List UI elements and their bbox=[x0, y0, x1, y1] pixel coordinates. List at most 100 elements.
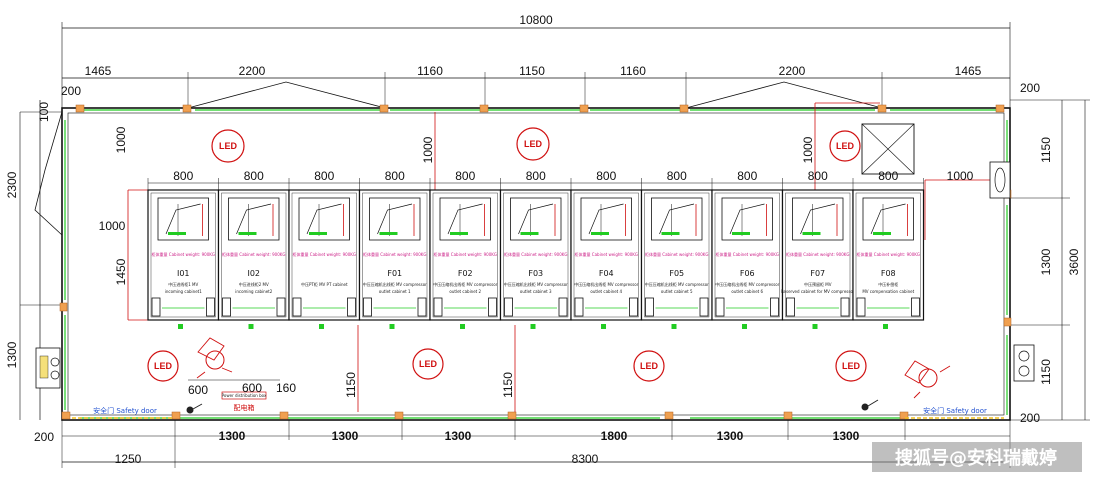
front-clearance-1000-mid: 1000 bbox=[421, 136, 435, 163]
cabinet-weight-label: 柜体重量 Cabinet weight: 900KG bbox=[222, 251, 285, 257]
cabinet-name-en: incoming cabinet1 bbox=[165, 289, 203, 294]
ground-marker bbox=[812, 324, 818, 329]
cabinet-id: F05 bbox=[669, 269, 684, 278]
ground-marker bbox=[601, 324, 606, 329]
cabinet-id: F02 bbox=[458, 269, 473, 278]
led-lights: LED LED LED LED LED LED LED bbox=[147, 127, 867, 382]
cabinet-id: F06 bbox=[740, 269, 755, 278]
cabinet-width-label: 800 bbox=[385, 169, 405, 183]
corner-200-top-left: 200 bbox=[61, 84, 81, 98]
left-height-1300: 1300 bbox=[5, 341, 19, 368]
front-clearance-1000-left: 1000 bbox=[114, 126, 128, 153]
bottom-dim-4: 1800 bbox=[601, 429, 628, 443]
cabinet-weight-label: 柜体重量 Cabinet weight: 900KG bbox=[786, 251, 849, 257]
cabinet-weight-label: 柜体重量 Cabinet weight: 900KG bbox=[504, 251, 567, 257]
led-light: LED bbox=[835, 350, 867, 382]
svg-text:LED: LED bbox=[842, 361, 861, 371]
svg-text:LED: LED bbox=[640, 361, 659, 371]
ground-marker bbox=[248, 324, 254, 329]
ground-marker bbox=[178, 324, 183, 329]
red-guide-lines bbox=[127, 102, 1004, 412]
svg-text:安全门 Safety door: 安全门 Safety door bbox=[93, 406, 157, 415]
rail-marker bbox=[168, 232, 186, 235]
cabinet-name-cn: 中压PT柜 MV PT cabinet bbox=[301, 281, 348, 287]
cabinet-width-label: 800 bbox=[455, 169, 475, 183]
exhaust-fan-box bbox=[861, 123, 915, 175]
led-light: LED bbox=[211, 129, 245, 163]
top-dim-2: 2200 bbox=[239, 64, 266, 78]
cabinet-width-label: 800 bbox=[808, 169, 828, 183]
cabinet-width-label: 800 bbox=[737, 169, 757, 183]
safety-door-left: 安全门 Safety door bbox=[72, 406, 172, 419]
bottom-200-left: 200 bbox=[34, 430, 54, 444]
rear-aisle-1150-right: 1150 bbox=[501, 372, 515, 398]
top-dim-5: 1160 bbox=[620, 64, 646, 78]
front-clearance-1000-right: 1000 bbox=[801, 136, 815, 163]
panel-dim-600-b: 600 bbox=[242, 381, 262, 395]
bottom-8300: 8300 bbox=[572, 452, 599, 466]
operator-icon bbox=[196, 337, 233, 379]
cabinet-weight-label: 柜体重量 Cabinet weight: 900KG bbox=[363, 251, 426, 257]
operator-icon bbox=[904, 360, 951, 399]
cabinet-width-label: 800 bbox=[244, 169, 264, 183]
cabinet-weight-label: 柜体重量 Cabinet weight: 900KG bbox=[716, 251, 779, 257]
right-height-1300: 1300 bbox=[1039, 248, 1053, 275]
svg-text:安全门 Safety door: 安全门 Safety door bbox=[923, 406, 987, 415]
ground-marker bbox=[742, 324, 747, 329]
cabinet-id: F08 bbox=[881, 269, 896, 278]
cabinet-id: I02 bbox=[247, 269, 260, 278]
led-light: LED bbox=[147, 350, 179, 382]
svg-text:LED: LED bbox=[219, 141, 238, 151]
right-height-1150-top: 1150 bbox=[1039, 137, 1053, 163]
rear-aisle-1150-left: 1150 bbox=[344, 372, 358, 398]
ground-marker bbox=[389, 324, 395, 329]
cabinet-height-left: 1450 bbox=[114, 258, 128, 285]
cabinet-name-en: incoming cabinet2 bbox=[235, 289, 273, 294]
rail-marker bbox=[661, 232, 680, 235]
right-fan-box bbox=[989, 161, 1035, 382]
right-dimensions: 1150 1300 1150 3600 bbox=[1010, 99, 1090, 421]
led-light: LED bbox=[633, 350, 665, 382]
cabinet-name-en: outlet cabinet 2 bbox=[449, 289, 481, 294]
overall-length-label: 10800 bbox=[519, 13, 553, 27]
rail-marker bbox=[732, 232, 750, 235]
cabinet-name-cn: 中压压缩机出线柜 MV compressor bbox=[645, 281, 709, 287]
panel-dim-160: 160 bbox=[276, 381, 296, 395]
rail-marker bbox=[450, 232, 468, 235]
safety-door-right: 安全门 Safety door bbox=[905, 406, 1004, 419]
cabinet-name-en: outlet cabinet 1 bbox=[379, 289, 411, 294]
cabinet-weight-label: 柜体重量 Cabinet weight: 900KG bbox=[645, 251, 708, 257]
cabinet-name-en: Reserved cabinet for MV compressor bbox=[781, 289, 855, 294]
cabinet-name-cn: 中压压缩机出线柜 MV compressor bbox=[433, 281, 497, 287]
rail-marker bbox=[309, 232, 327, 235]
bottom-dim-6: 1300 bbox=[833, 429, 860, 443]
cabinet-name-cn: 中压进线柜1 MV bbox=[168, 281, 198, 287]
cabinet-width-label: 800 bbox=[596, 169, 616, 183]
cabinet-weight-label: 柜体重量 Cabinet weight: 900KG bbox=[293, 251, 356, 257]
top-dim-7: 1465 bbox=[955, 64, 982, 78]
svg-text:LED: LED bbox=[154, 361, 173, 371]
cabinet-width-label: 800 bbox=[878, 169, 898, 183]
cabinet-id: F04 bbox=[599, 269, 614, 278]
side-clearance-left: 1000 bbox=[99, 219, 126, 233]
cabinet-id: F03 bbox=[528, 269, 543, 278]
room-walls bbox=[61, 107, 1011, 421]
corner-200-bottom-right: 200 bbox=[1020, 411, 1040, 425]
cabinet-width-label: 800 bbox=[526, 169, 546, 183]
distribution-box-label: 配电箱 bbox=[234, 403, 255, 412]
cabinet-name-en: MV compensation cabinet bbox=[862, 289, 914, 294]
cabinet-id: I01 bbox=[177, 269, 190, 278]
cabinet-weight-label: 柜体重量 Cabinet weight: 900KG bbox=[575, 251, 638, 257]
distribution-box-sub: Power distribution box bbox=[222, 393, 267, 398]
cabinet-name-cn: 中压进线柜2 MV bbox=[239, 281, 269, 287]
led-light: LED bbox=[829, 130, 861, 162]
bottom-dim-2: 1300 bbox=[332, 429, 359, 443]
